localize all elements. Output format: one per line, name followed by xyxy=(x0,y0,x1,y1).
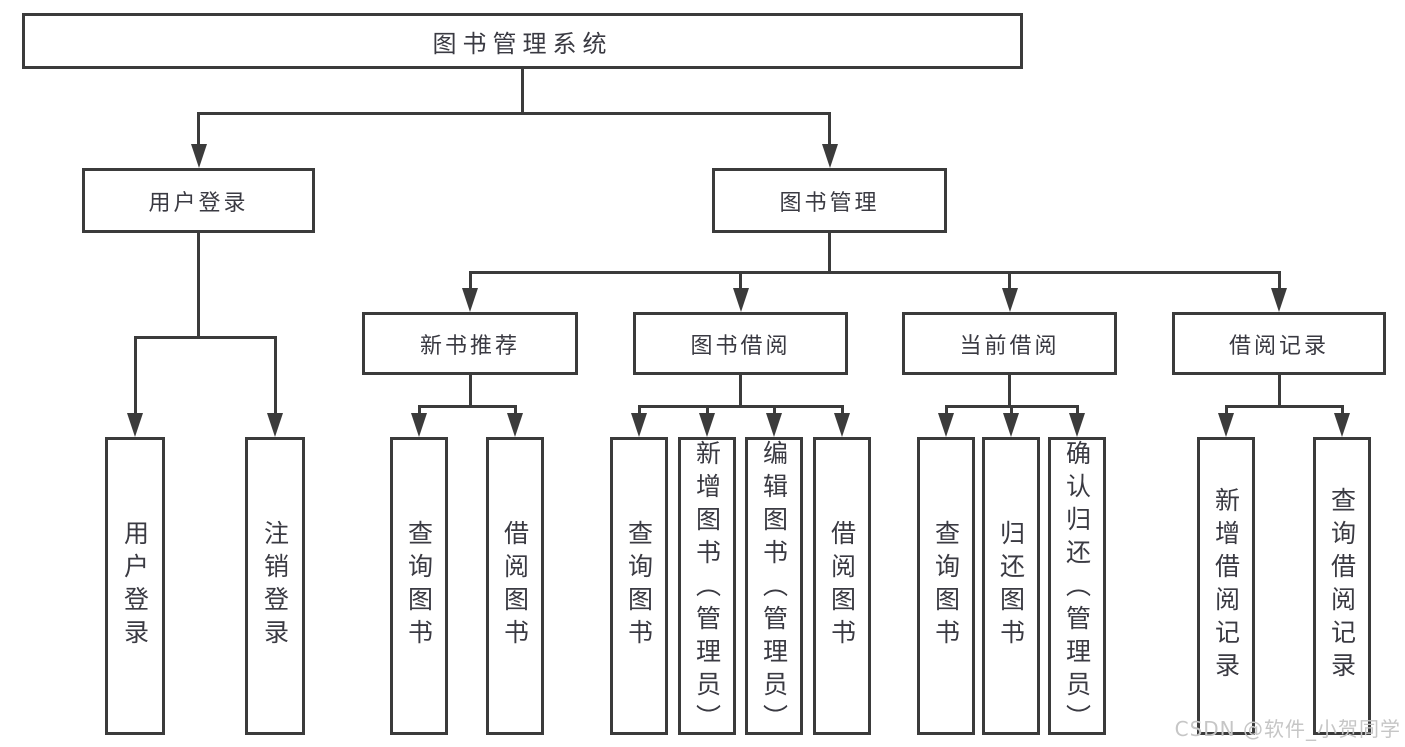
connector-drop xyxy=(828,233,831,274)
arrow-down-icon xyxy=(411,413,427,437)
arrow-down-icon xyxy=(127,413,143,437)
leaf-logout: 注销登录 xyxy=(245,437,305,735)
csdn-watermark: CSDN @软件_小贺同学 xyxy=(1174,717,1401,741)
connector-drop xyxy=(840,405,844,414)
leaf-current-return-books: 归还图书 xyxy=(982,437,1040,735)
arrow-down-icon xyxy=(1271,288,1287,312)
arrow-down-icon xyxy=(1334,413,1350,437)
connector-drop xyxy=(417,405,421,414)
arrow-down-icon xyxy=(821,144,838,168)
arrow-down-icon xyxy=(732,288,749,312)
connector-drop xyxy=(1277,375,1281,408)
leaf-borrow-borrow-books: 借阅图书 xyxy=(813,437,871,735)
arrow-down-icon xyxy=(631,413,647,437)
connector-drop xyxy=(772,405,776,414)
connector-drop xyxy=(1277,271,1281,289)
arrow-down-icon xyxy=(834,413,850,437)
connector-drop xyxy=(1340,405,1344,414)
arrow-down-icon xyxy=(766,413,782,437)
connector-drop xyxy=(1008,375,1011,408)
leaf-borrow-query-books: 查询图书 xyxy=(610,437,668,735)
node-borrow-records: 借阅记录 xyxy=(1172,312,1386,375)
connector-drop xyxy=(133,336,137,414)
node-book-management: 图书管理 xyxy=(712,168,947,233)
connector-drop xyxy=(468,271,472,289)
leaf-current-query-books: 查询图书 xyxy=(917,437,975,735)
connector-drop xyxy=(513,405,517,414)
leaf-user-login: 用户登录 xyxy=(105,437,165,735)
leaf-records-add-record: 新增借阅记录 xyxy=(1197,437,1255,735)
arrow-down-icon xyxy=(1001,288,1018,312)
connector-drop xyxy=(739,375,742,408)
leaf-current-confirm-return-admin: 确认归还（管理员） xyxy=(1048,437,1106,737)
leaf-newbook-borrow-books: 借阅图书 xyxy=(486,437,544,735)
arrow-down-icon xyxy=(1003,413,1019,437)
arrow-down-icon xyxy=(699,413,715,437)
connector-level3-bar xyxy=(468,271,1281,274)
leaf-records-query-record: 查询借阅记录 xyxy=(1313,437,1371,735)
connector-drop xyxy=(468,375,472,408)
arrow-down-icon xyxy=(462,288,478,312)
connector-drop xyxy=(944,405,948,414)
arrow-down-icon xyxy=(1069,413,1085,437)
connector-drop xyxy=(1224,405,1228,414)
arrow-down-icon xyxy=(507,413,523,437)
connector-drop xyxy=(1009,405,1013,414)
node-new-book-recommend: 新书推荐 xyxy=(362,312,578,375)
connector-trunk xyxy=(520,69,524,115)
connector-drop xyxy=(828,112,831,145)
connector-drop xyxy=(705,405,709,414)
node-current-borrow: 当前借阅 xyxy=(902,312,1117,375)
leaf-borrow-edit-books-admin: 编辑图书（管理员） xyxy=(745,437,803,737)
connector-userlogin-bar xyxy=(133,336,277,339)
arrow-down-icon xyxy=(190,144,207,168)
node-book-borrow: 图书借阅 xyxy=(633,312,848,375)
connector-bar xyxy=(637,405,844,408)
connector-drop xyxy=(273,336,277,414)
connector-drop xyxy=(197,233,200,339)
arrow-down-icon xyxy=(1218,413,1234,437)
connector-drop xyxy=(1075,405,1079,414)
leaf-newbook-query-books: 查询图书 xyxy=(390,437,448,735)
connector-drop xyxy=(739,271,742,289)
connector-level2-bar xyxy=(197,112,831,115)
connector-drop xyxy=(1008,271,1011,289)
connector-drop xyxy=(637,405,641,414)
node-library-management-system: 图书管理系统 xyxy=(22,13,1023,69)
connector-drop xyxy=(197,112,200,145)
arrow-down-icon xyxy=(938,413,954,437)
connector-bar xyxy=(1224,405,1344,408)
node-user-login: 用户登录 xyxy=(82,168,315,233)
connector-bar xyxy=(417,405,517,408)
arrow-down-icon xyxy=(267,413,283,437)
leaf-borrow-add-books-admin: 新增图书（管理员） xyxy=(678,437,736,737)
